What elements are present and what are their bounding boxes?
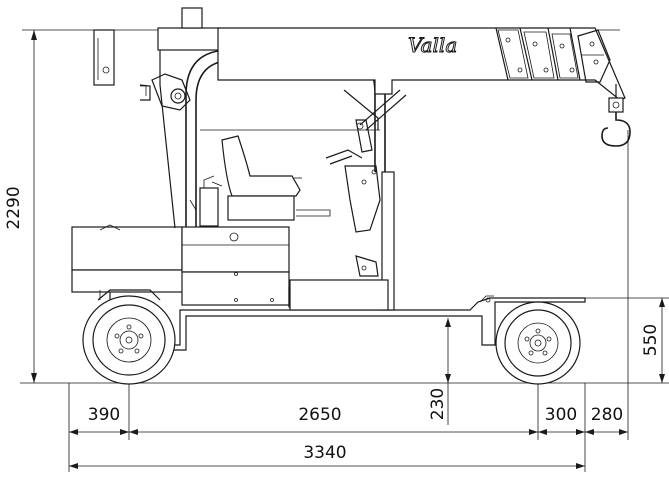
boom-pivot-bracket (93, 29, 115, 86)
hook (601, 84, 631, 147)
dimension-front-overhang: 300 (545, 405, 577, 425)
dimension-boom-tip-overhang: 280 (591, 405, 623, 425)
brand-logo: Valla (408, 33, 457, 57)
boom: Valla (217, 27, 626, 131)
counterweight-block (71, 226, 183, 271)
dimension-overall-length: 3340 (303, 443, 346, 463)
fire-extinguisher (199, 187, 219, 227)
dimension-rear-overhang: 390 (88, 405, 120, 425)
rear-wheel (82, 289, 176, 385)
dimension-ground-clearance: 230 (428, 388, 448, 420)
front-wheel (495, 301, 581, 385)
steering-controls (296, 119, 381, 277)
engine-housing (181, 226, 290, 273)
dimension-chassis-height: 550 (641, 324, 661, 356)
frame-details (99, 84, 380, 302)
chassis (71, 171, 586, 351)
dimension-wheelbase: 2650 (298, 405, 341, 425)
operator-seat (189, 135, 302, 227)
dimension-overall-height: 2290 (4, 186, 24, 229)
